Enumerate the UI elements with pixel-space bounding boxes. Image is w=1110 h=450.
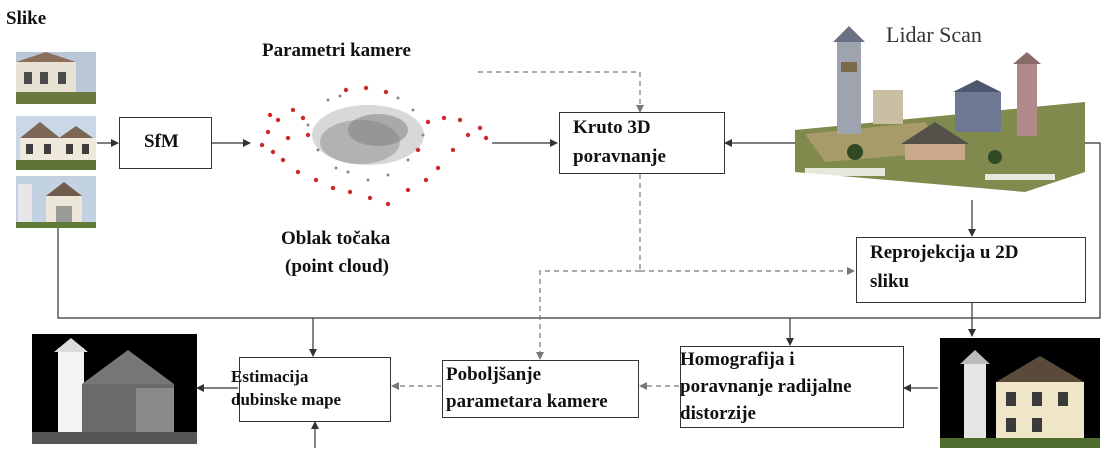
dashed-arrows xyxy=(391,71,855,390)
reprojected-image xyxy=(940,338,1100,448)
sfm-label: SfM xyxy=(144,131,179,152)
point-cloud-label-line1: Oblak točaka xyxy=(281,228,391,249)
camera-refinement-label-line1: Poboljšanje xyxy=(446,364,541,385)
arrow-to-poboljsanje xyxy=(536,270,640,360)
arrow-params-to-kruto xyxy=(478,71,644,113)
camera-refinement-box xyxy=(442,360,639,418)
homography-label-line2: poravnanje radijalne xyxy=(680,376,852,397)
sfm-box xyxy=(119,117,212,169)
camera-refinement-label-line2: parametara kamere xyxy=(446,391,608,412)
input-photo-2 xyxy=(16,116,96,170)
depth-estimation-label-line2: dubinske mape xyxy=(231,390,342,409)
depth-map-image xyxy=(32,334,197,444)
line-image-branch xyxy=(57,145,1101,319)
images-title: Slike xyxy=(6,8,47,29)
house-photo-icon xyxy=(16,176,96,228)
homography-label-line3: distorzije xyxy=(680,403,756,424)
rigid-alignment-label-line1: Kruto 3D xyxy=(573,117,651,138)
lidar-scan-label: Lidar Scan xyxy=(886,22,982,47)
homography-box xyxy=(680,346,904,428)
house-photo-icon xyxy=(16,52,96,104)
reprojection-label-line1: Reprojekcija u 2D xyxy=(870,242,1019,263)
homography-label-line1: Homografija i xyxy=(680,349,795,370)
point-cloud-image xyxy=(259,85,489,207)
input-photo-3 xyxy=(16,176,96,228)
reprojection-box xyxy=(856,237,1086,303)
camera-params-label: Parametri kamere xyxy=(262,40,411,61)
rigid-alignment-box xyxy=(559,112,725,174)
rigid-alignment-label-line2: poravnanje xyxy=(573,146,666,167)
reprojection-label-line2: sliku xyxy=(870,271,910,292)
depth-estimation-box xyxy=(239,357,391,422)
house-photo-icon xyxy=(16,116,96,170)
depth-estimation-label-line1: Estimacija xyxy=(231,367,309,386)
point-cloud-label-line2: (point cloud) xyxy=(285,256,389,277)
input-photo-1 xyxy=(16,52,96,104)
lidar-scan-image xyxy=(795,26,1085,192)
